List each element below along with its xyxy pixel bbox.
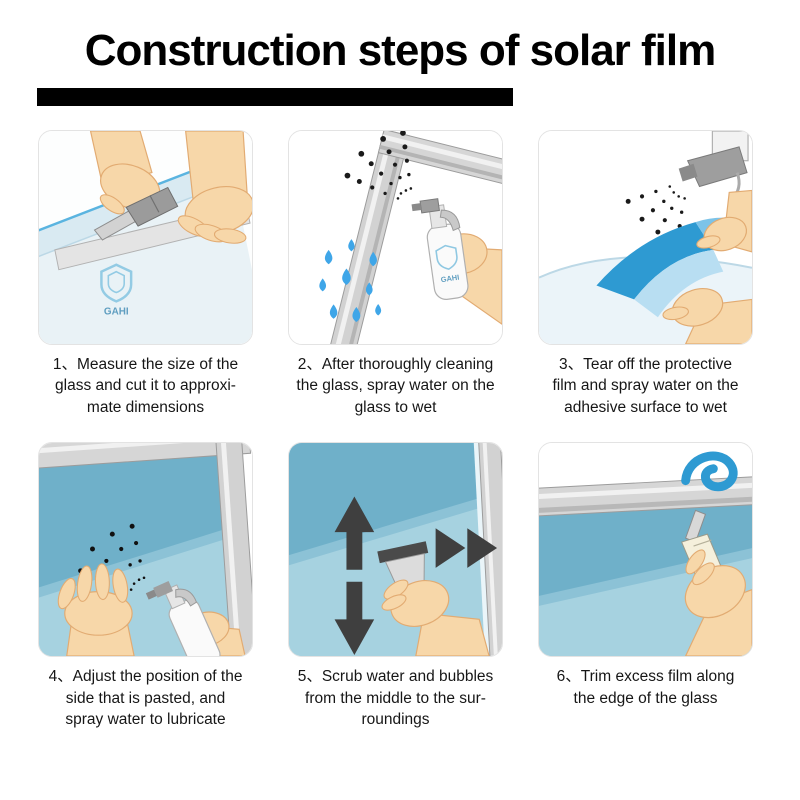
caption-line: 3、Tear off the protective xyxy=(559,356,732,373)
caption-line: roundings xyxy=(361,710,430,728)
step-2-illustration: GAHI xyxy=(288,130,503,345)
step-6-panel: 6、Trim excess film along the edge of the… xyxy=(538,442,753,730)
step-5-caption: 5、Scrub water and bubbles from the middl… xyxy=(288,666,503,730)
left-hand xyxy=(57,563,135,657)
caption-line: glass to wet xyxy=(354,398,437,416)
step-6-illustration xyxy=(538,442,753,658)
hand-holding-squeegee xyxy=(381,579,490,657)
caption-line: 1、Measure the size of the xyxy=(52,356,239,373)
caption-line: 2、After thoroughly cleaning xyxy=(297,356,494,373)
hand-holding-knife xyxy=(684,549,752,657)
caption-line: adhesive surface to wet xyxy=(564,398,727,416)
caption-line: side that is pasted, and xyxy=(65,689,226,707)
right-hand xyxy=(177,131,252,244)
caption-line: spray water to lubricate xyxy=(65,710,226,728)
right-hand xyxy=(696,189,752,253)
step-4-panel: 4、Adjust the position of the side that i… xyxy=(38,442,253,730)
step-5-panel: 5、Scrub water and bubbles from the middl… xyxy=(288,442,503,730)
step-5-illustration xyxy=(288,442,503,658)
caption-line: from the middle to the sur- xyxy=(305,689,486,707)
step-1-panel: GAHI xyxy=(38,130,253,418)
step-4-caption: 4、Adjust the position of the side that i… xyxy=(38,666,253,730)
spray-bottle-icon: GAHI xyxy=(411,198,469,300)
caption-line: 6、Trim excess film along xyxy=(556,668,735,686)
step-2-panel: GAHI 2、After thoroughly cleaning the gla… xyxy=(288,130,503,418)
arrow-up-icon xyxy=(334,496,375,570)
brand-shield-logo: GAHI xyxy=(100,263,133,317)
step-2-caption: 2、After thoroughly cleaning the glass, s… xyxy=(288,354,503,418)
caption-line: glass and cut it to approxi- xyxy=(55,377,236,395)
film-curl xyxy=(681,451,738,492)
spray-bottle-icon xyxy=(678,131,749,202)
spray-mist xyxy=(344,131,413,200)
window-frame-icon xyxy=(39,443,252,657)
caption-line: 5、Scrub water and bubbles xyxy=(297,668,494,686)
title-underline-bar xyxy=(37,88,513,106)
utility-knife-icon xyxy=(93,186,179,241)
window-frame-icon xyxy=(316,131,502,344)
left-hand xyxy=(89,131,161,215)
step-3-panel: 3、Tear off the protective film and spray… xyxy=(538,130,753,418)
caption-line: the glass, spray water on the xyxy=(296,377,495,395)
page-title: Construction steps of solar film xyxy=(84,26,717,75)
step-3-caption: 3、Tear off the protective film and spray… xyxy=(538,354,753,418)
step-4-illustration xyxy=(38,442,253,658)
step-1-caption: 1、Measure the size of the glass and cut … xyxy=(38,354,253,418)
brand-text: GAHI xyxy=(104,306,129,317)
spray-bottle-icon xyxy=(145,581,221,657)
caption-line: film and spray water on the xyxy=(552,377,739,395)
caption-line: 4、Adjust the position of the xyxy=(48,668,243,686)
caption-line: mate dimensions xyxy=(86,398,205,416)
step-1-illustration: GAHI xyxy=(38,130,253,345)
left-hand xyxy=(662,288,752,344)
step-6-caption: 6、Trim excess film along the edge of the… xyxy=(538,666,753,709)
step-3-illustration xyxy=(538,130,753,345)
caption-line: the edge of the glass xyxy=(573,689,718,707)
brand-text: GAHI xyxy=(440,273,460,284)
arrow-right-icon xyxy=(435,528,498,568)
steps-grid: GAHI xyxy=(38,130,800,730)
window-frame-icon xyxy=(539,476,752,518)
arrow-down-icon xyxy=(334,581,375,656)
